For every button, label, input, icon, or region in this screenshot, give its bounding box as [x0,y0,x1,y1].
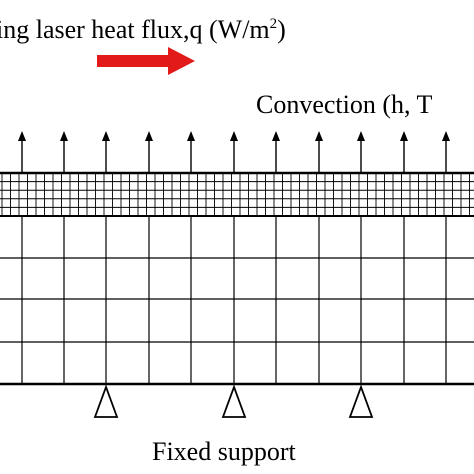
heat-flux-close: ) [277,15,286,44]
convection-arrow-head [187,131,195,141]
convection-arrow-head [60,131,68,141]
coarse-mesh-body [0,216,474,384]
fixed-supports [93,384,374,418]
convection-arrow-head [400,131,408,141]
convection-label: Convection (h, T [256,90,433,119]
convection-arrow-head [357,131,365,141]
heat-flux-text: ing laser heat flux,q (W/m [0,15,270,44]
convection-arrow-head [442,131,450,141]
convection-arrow-head [102,131,110,141]
convection-arrow-head [272,131,280,141]
heat-flux-label: ing laser heat flux,q (W/m2) [0,17,286,43]
fixed-support-triangle [93,384,119,418]
heat-flux-exponent: 2 [269,16,278,32]
fine-mesh-layer [0,173,474,216]
scan-direction-arrow [97,47,195,75]
convection-arrow-head [230,131,238,141]
scan-arrow-shaft [97,55,169,67]
mesh-outline [0,171,474,386]
convection-arrow-head [18,131,26,141]
convection-arrows [18,131,450,173]
fixed-support-triangle [221,384,247,418]
convection-arrow-head [315,131,323,141]
convection-arrow-head [145,131,153,141]
fixed-support-label: Fixed support [152,437,296,466]
scan-arrow-head [168,47,195,75]
fixed-support-triangle [348,384,374,418]
